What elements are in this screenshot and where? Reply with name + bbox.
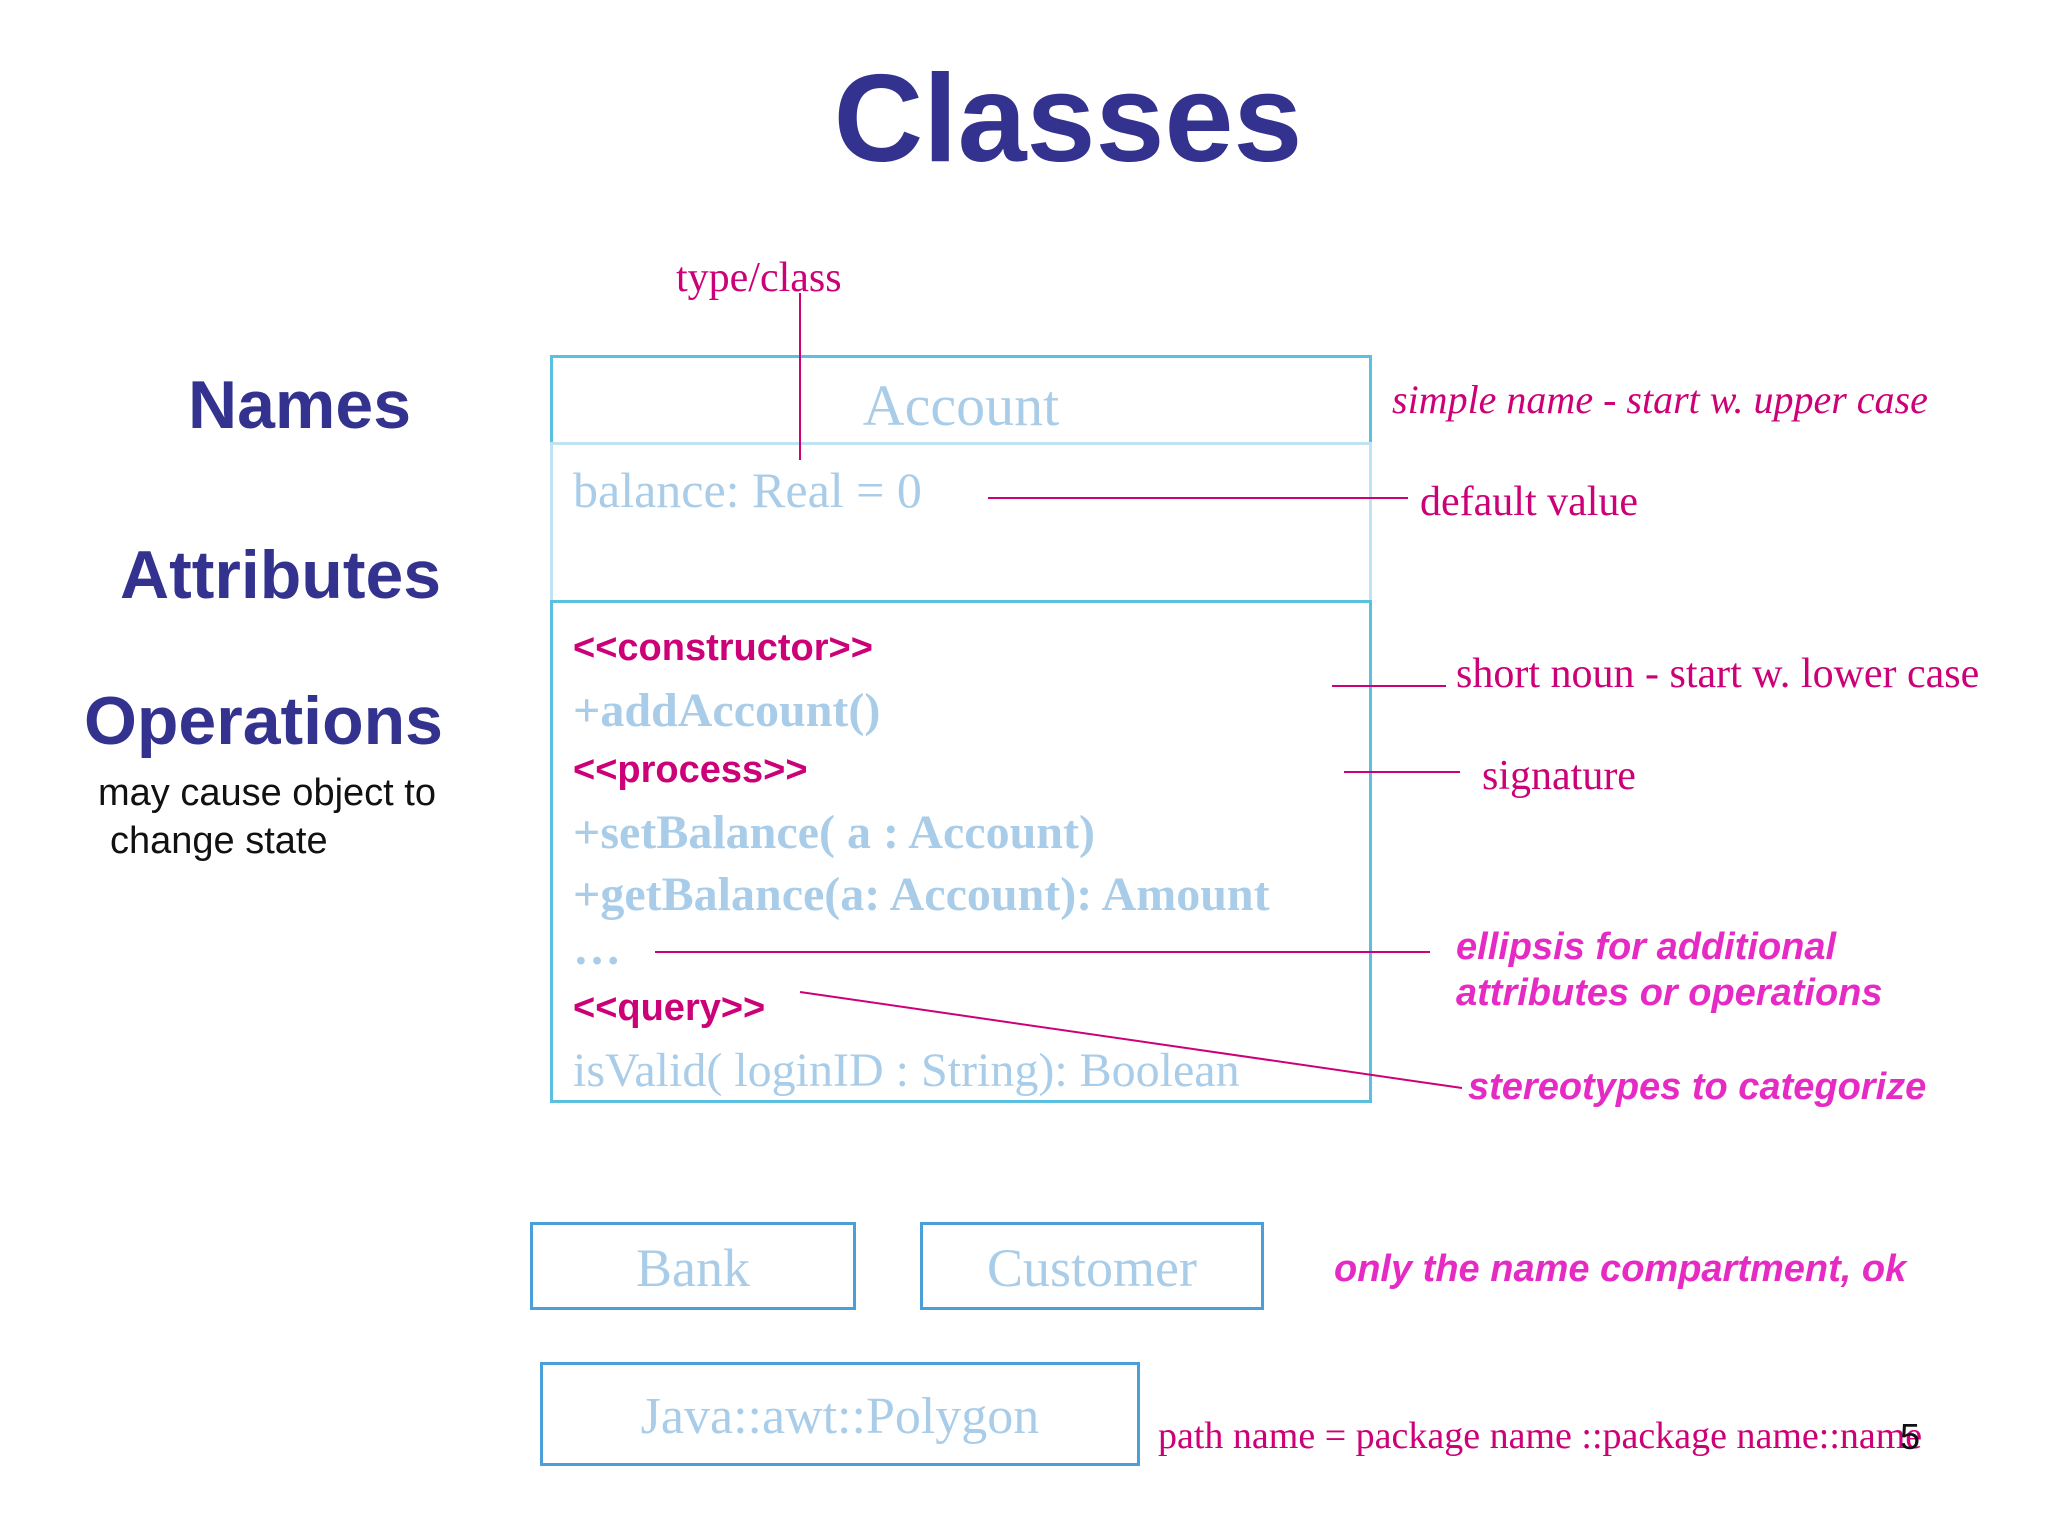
operation-get-balance: +getBalance(a: Account): Amount <box>573 868 1270 921</box>
bank-class-name: Bank <box>636 1238 750 1298</box>
stereotype-query: <<query>> <box>573 987 766 1029</box>
operations-note-line1: may cause object to <box>98 772 436 814</box>
operations-note-line2: change state <box>110 820 328 862</box>
annotation-default-value: default value <box>1420 479 1639 525</box>
annotation-ellipsis-line1: ellipsis for additional <box>1456 926 1837 968</box>
account-operations-compartment: <<constructor>> +addAccount() <<process>… <box>550 600 1372 1103</box>
operation-add-account: +addAccount() <box>573 684 881 737</box>
stereotype-process: <<process>> <box>573 749 808 791</box>
operations-heading: Operations <box>84 683 443 759</box>
stereotypes-connector <box>799 991 1463 1089</box>
customer-class-name: Customer <box>987 1238 1197 1298</box>
annotation-simple-name: simple name - start w. upper case <box>1392 377 1928 422</box>
page-title: Classes <box>833 50 1303 188</box>
annotation-stereotypes: stereotypes to categorize <box>1468 1066 1927 1108</box>
polygon-class-name: Java::awt::Polygon <box>640 1388 1040 1445</box>
attribute-balance: balance: Real = 0 <box>573 462 922 518</box>
operation-is-valid: isValid( loginID : String): Boolean <box>573 1044 1240 1097</box>
annotation-name-only: only the name compartment, ok <box>1334 1248 1907 1290</box>
page-number: 5 <box>1900 1416 1921 1457</box>
operation-set-balance: +setBalance( a : Account) <box>573 806 1095 859</box>
polygon-class-box: Java::awt::Polygon <box>540 1362 1140 1466</box>
names-heading: Names <box>188 367 412 443</box>
customer-class-box: Customer <box>920 1222 1264 1310</box>
annotation-path-name: path name = package name ::package name:… <box>1158 1415 1923 1457</box>
annotation-signature: signature <box>1482 753 1636 799</box>
annotation-short-noun: short noun - start w. lower case <box>1456 651 1980 697</box>
attributes-heading: Attributes <box>120 537 442 613</box>
stereotype-constructor: <<constructor>> <box>573 627 873 669</box>
bank-class-box: Bank <box>530 1222 856 1310</box>
account-class-name: Account <box>862 373 1060 438</box>
operations-ellipsis: … <box>573 922 621 975</box>
annotation-ellipsis-line2: attributes or operations <box>1456 972 1883 1014</box>
annotation-type-class: type/class <box>676 255 842 301</box>
